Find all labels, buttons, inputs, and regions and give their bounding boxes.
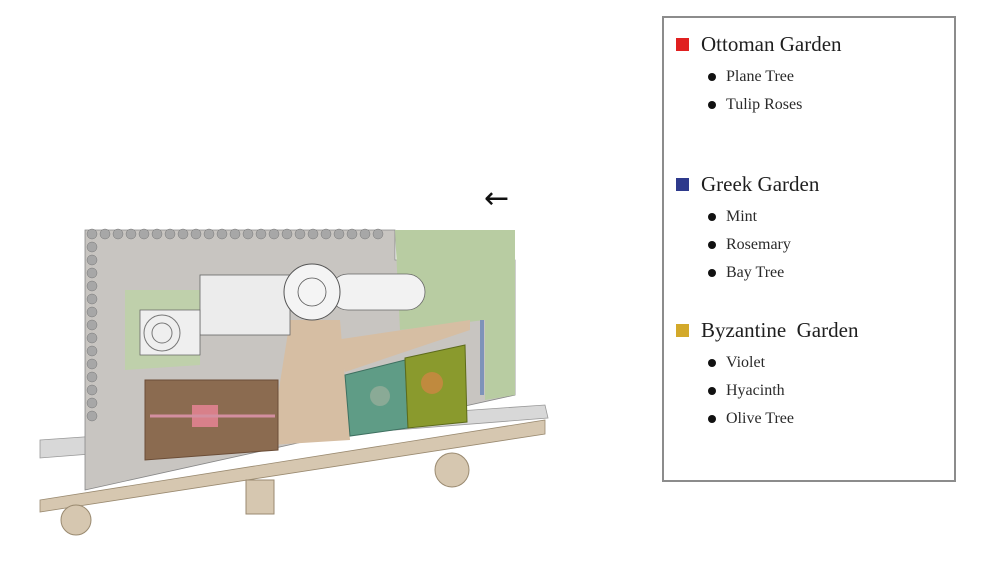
central-path [270, 320, 350, 445]
tree-icon [86, 397, 98, 409]
tree-icon [151, 228, 163, 240]
spiral-amphitheatre [139, 309, 201, 356]
tree-row [86, 228, 384, 422]
bullet-icon [708, 415, 716, 423]
tree-icon [138, 228, 150, 240]
tree-icon [86, 267, 98, 279]
rotunda [283, 263, 341, 321]
legend-group-title: Byzantine Garden [676, 318, 858, 343]
legend-title-text: Greek Garden [701, 172, 820, 196]
tree-icon [86, 384, 98, 396]
tree-icon [359, 228, 371, 240]
tree-icon [229, 228, 241, 240]
tree-icon [281, 228, 293, 240]
roundabout-left [60, 504, 92, 536]
legend-item: Plane Tree [676, 63, 842, 91]
legend-item-label: Hyacinth [726, 382, 785, 399]
tree-icon [86, 293, 98, 305]
legend-group-ottoman: Ottoman Garden Plane Tree Tulip Roses [676, 32, 842, 119]
tree-icon [372, 228, 384, 240]
tree-icon [203, 228, 215, 240]
building-wing [329, 273, 426, 311]
legend-item: Hyacinth [676, 377, 858, 405]
legend-item-label: Violet [726, 354, 766, 371]
legend-item: Bay Tree [676, 259, 819, 287]
legend-title-text: Ottoman Garden [701, 32, 842, 56]
tree-icon [99, 228, 111, 240]
legend-item-label: Mint [726, 208, 758, 225]
spiral-ring-outer [143, 314, 181, 352]
tree-icon [86, 319, 98, 331]
roundabout-right [434, 452, 470, 488]
legend-item: Rosemary [676, 231, 819, 259]
tree-icon [86, 358, 98, 370]
tree-icon [125, 228, 137, 240]
color-swatch-blue [676, 178, 689, 191]
tree-icon [86, 332, 98, 344]
tree-icon [346, 228, 358, 240]
tree-icon [216, 228, 228, 240]
tree-icon [177, 228, 189, 240]
rotunda-inner [297, 277, 327, 307]
bullet-icon [708, 241, 716, 249]
tree-icon [294, 228, 306, 240]
green-area-east [395, 230, 515, 400]
legend-item-label: Plane Tree [726, 68, 794, 85]
byzantine-fountain [421, 372, 443, 394]
tree-icon [242, 228, 254, 240]
tree-icon [86, 241, 98, 253]
tree-icon [86, 228, 98, 240]
footbridge [245, 479, 275, 515]
bullet-icon [708, 73, 716, 81]
bullet-icon [708, 387, 716, 395]
legend-item: Mint [676, 203, 819, 231]
tree-icon [86, 280, 98, 292]
legend-title-text: Byzantine Garden [701, 318, 859, 342]
tree-icon [190, 228, 202, 240]
legend-item-label: Bay Tree [726, 264, 785, 281]
tree-icon [164, 228, 176, 240]
tree-icon [86, 345, 98, 357]
tree-icon [320, 228, 332, 240]
tree-icon [86, 306, 98, 318]
greek-fountain [370, 386, 390, 406]
tree-icon [86, 410, 98, 422]
color-swatch-gold [676, 324, 689, 337]
tree-icon [268, 228, 280, 240]
site-plan [39, 228, 549, 536]
bullet-icon [708, 213, 716, 221]
legend-item: Violet [676, 349, 858, 377]
tree-icon [86, 254, 98, 266]
legend-group-byzantine: Byzantine Garden Violet Hyacinth Olive T… [676, 318, 858, 433]
legend-item-label: Tulip Roses [726, 96, 803, 113]
tree-icon [333, 228, 345, 240]
bullet-icon [708, 269, 716, 277]
legend-item: Olive Tree [676, 405, 858, 433]
tree-icon [307, 228, 319, 240]
tree-icon [86, 371, 98, 383]
legend-item: Tulip Roses [676, 91, 842, 119]
bullet-icon [708, 359, 716, 367]
tree-icon [112, 228, 124, 240]
lower-walkway [39, 419, 546, 513]
spiral-ring-inner [151, 322, 173, 344]
color-swatch-red [676, 38, 689, 51]
bullet-icon [708, 101, 716, 109]
legend-group-title: Ottoman Garden [676, 32, 842, 57]
building-west [199, 274, 291, 336]
legend-item-label: Olive Tree [726, 410, 794, 427]
tree-icon [255, 228, 267, 240]
legend-group-title: Greek Garden [676, 172, 819, 197]
legend-item-label: Rosemary [726, 236, 791, 253]
north-arrow-icon: ← [484, 181, 510, 216]
legend-box: Ottoman Garden Plane Tree Tulip Roses Gr… [662, 16, 956, 482]
legend-group-greek: Greek Garden Mint Rosemary Bay Tree [676, 172, 819, 287]
diagonal-path [335, 320, 470, 372]
